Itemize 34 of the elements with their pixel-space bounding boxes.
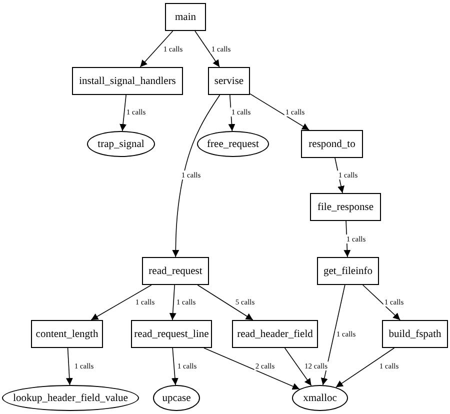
arrow	[228, 94, 236, 132]
function-ellipse: lookup_header_field_value	[2, 385, 139, 411]
arrow	[362, 284, 400, 320]
arrow	[120, 94, 127, 132]
arrow	[336, 348, 395, 388]
function-box: install_signal_handlers	[72, 67, 183, 95]
arrow	[172, 94, 220, 258]
function-ellipse: upcase	[153, 385, 200, 411]
arrow	[197, 284, 254, 320]
function-box: respond_to	[301, 130, 363, 158]
arrow	[169, 284, 176, 320]
arrow	[284, 348, 312, 386]
arrow	[90, 284, 152, 320]
function-box: servise	[208, 67, 250, 95]
function-box: content_length	[31, 320, 103, 348]
function-box: read_request	[142, 257, 209, 285]
function-box: read_header_field	[232, 320, 318, 348]
function-ellipse: xmalloc	[292, 385, 348, 411]
arrow	[140, 30, 174, 68]
arrow	[171, 348, 178, 386]
arrow	[334, 158, 344, 194]
function-box: file_response	[310, 193, 381, 221]
function-box: build_fspath	[382, 320, 448, 348]
arrow	[320, 284, 346, 386]
function-box: read_request_line	[131, 320, 212, 348]
function-ellipse: free_request	[197, 131, 269, 157]
function-ellipse: trap_signal	[87, 131, 155, 157]
arrow	[204, 348, 300, 390]
function-box: main	[165, 3, 206, 31]
function-box: get_fileinfo	[317, 257, 379, 285]
arrow	[344, 220, 351, 258]
arrow	[194, 30, 220, 68]
arrow	[66, 348, 73, 386]
arrow	[250, 93, 310, 130]
